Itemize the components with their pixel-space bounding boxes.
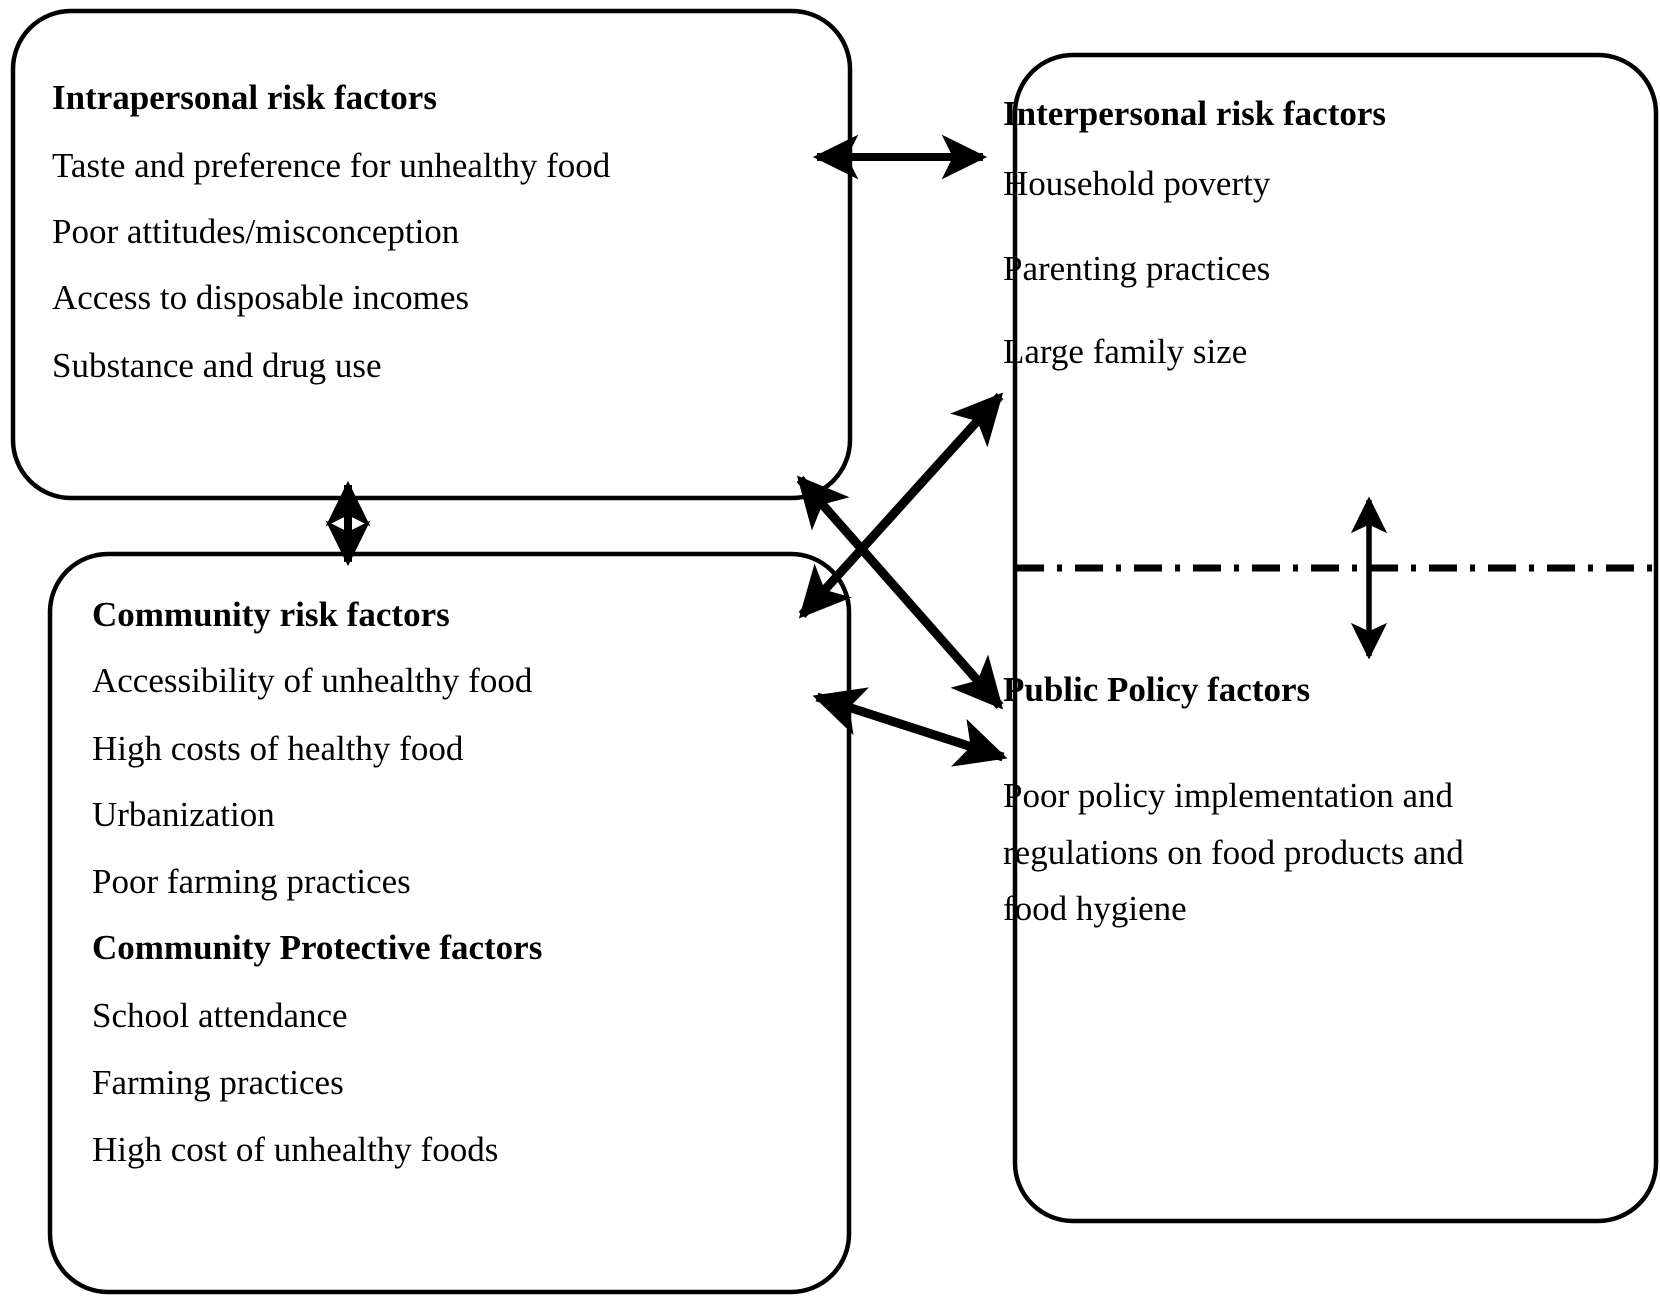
interpersonal-item: Parenting practices — [1003, 249, 1271, 288]
intrapersonal-item: Substance and drug use — [52, 346, 382, 385]
community-box — [47, 551, 852, 1295]
intrapersonal-heading: Intrapersonal risk factors — [52, 78, 437, 117]
interpersonal-item: Large family size — [1003, 332, 1248, 371]
interpersonal-item: Household poverty — [1003, 164, 1271, 203]
interpersonal-public-policy-box — [1012, 52, 1659, 1224]
community-risk-item: High costs of healthy food — [92, 729, 464, 768]
community-risk-item: Urbanization — [92, 795, 275, 834]
community-protective-item: Farming practices — [92, 1063, 344, 1102]
community-protective-item: School attendance — [92, 996, 348, 1035]
intrapersonal-box — [10, 8, 853, 501]
intrapersonal-item: Taste and preference for unhealthy food — [52, 146, 611, 185]
public-policy-heading: Public Policy factors — [1003, 670, 1311, 709]
community-protective-item: High cost of unhealthy foods — [92, 1130, 499, 1169]
interpersonal-heading: Interpersonal risk factors — [1003, 94, 1387, 133]
connector-community-public-policy — [812, 687, 1008, 767]
community-risk-heading: Community risk factors — [92, 595, 450, 634]
intrapersonal-item: Access to disposable incomes — [52, 278, 469, 317]
public-policy-body: Poor policy implementation and regulatio… — [1003, 776, 1464, 929]
community-risk-item: Accessibility of unhealthy food — [92, 661, 533, 700]
community-protective-heading: Community Protective factors — [92, 928, 543, 967]
community-risk-item: Poor farming practices — [92, 862, 411, 901]
connector-community-interpersonal — [798, 392, 1004, 619]
intrapersonal-item: Poor attitudes/misconception — [52, 212, 460, 251]
